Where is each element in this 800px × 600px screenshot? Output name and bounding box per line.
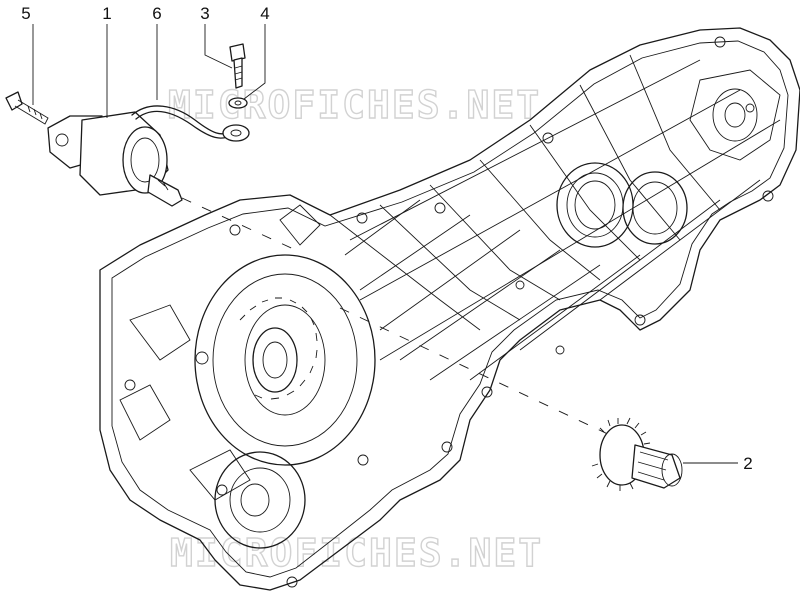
callout-label-4: 4 — [260, 4, 269, 23]
screw-part-3 — [229, 43, 246, 89]
cable-part-6 — [131, 105, 250, 142]
callout-5: 5 — [21, 4, 34, 105]
starter-motor — [47, 111, 183, 207]
callout-label-1: 1 — [102, 4, 111, 23]
crankcase-housing — [99, 27, 800, 591]
watermark-top: MICROFICHES.NET — [168, 83, 541, 127]
washer-part-4 — [228, 97, 248, 109]
callout-6: 6 — [152, 4, 162, 100]
assembly-axis-gear — [339, 307, 613, 437]
callout-1: 1 — [102, 4, 112, 118]
callout-label-3: 3 — [200, 4, 209, 23]
callout-label-5: 5 — [21, 4, 30, 23]
callout-2: 2 — [683, 454, 753, 473]
callout-label-6: 6 — [152, 4, 161, 23]
assembly-axis-starter — [181, 197, 301, 253]
starter-gear-part-2 — [591, 417, 683, 491]
callout-label-2: 2 — [743, 454, 752, 473]
bolt-part-5 — [5, 91, 49, 125]
callout-3: 3 — [200, 4, 233, 69]
callout-4: 4 — [243, 4, 270, 100]
